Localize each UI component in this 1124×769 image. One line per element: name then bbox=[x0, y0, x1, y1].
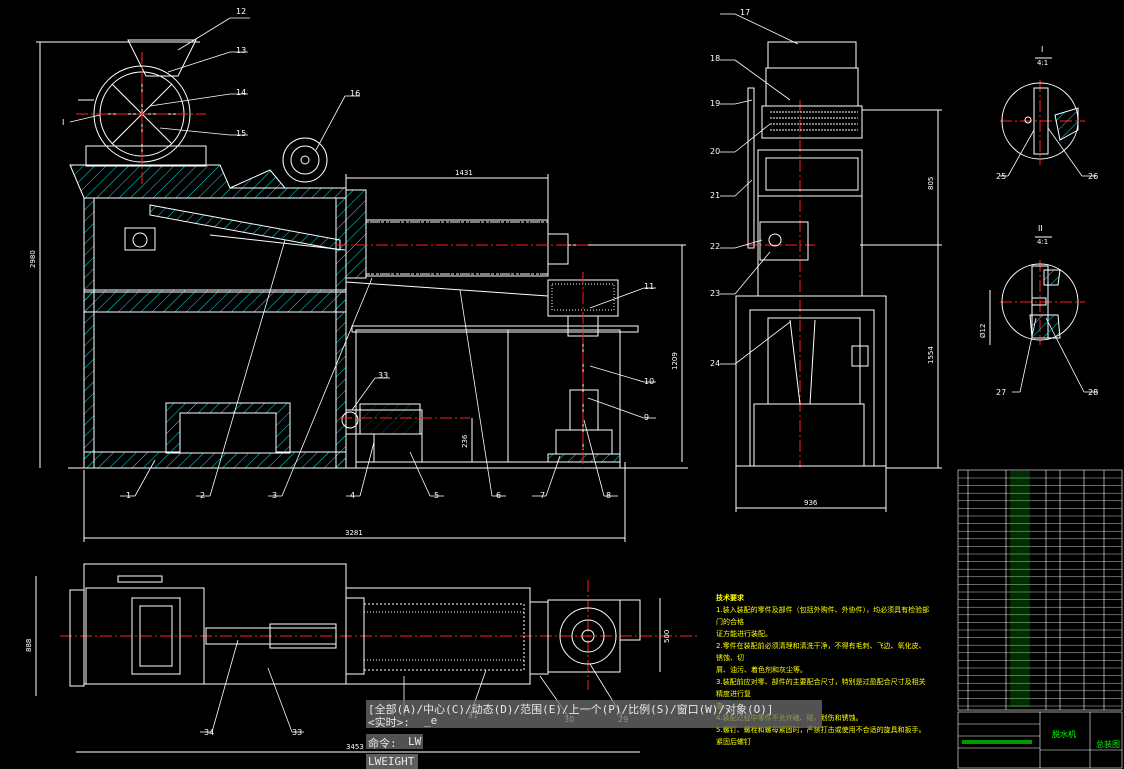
part-label-16: 16 bbox=[350, 89, 361, 98]
part-label-26: 26 bbox=[1088, 172, 1099, 181]
dimension-overall-length: 3281 bbox=[345, 529, 363, 537]
part-label-24: 24 bbox=[710, 359, 721, 368]
dimension-plan-length: 3453 bbox=[346, 743, 364, 751]
side-view bbox=[735, 41, 942, 512]
command-label: 命令: bbox=[368, 737, 397, 750]
command-prompt-panel bbox=[366, 700, 822, 728]
detail-1-title: I bbox=[1041, 45, 1044, 54]
part-label-34: 34 bbox=[204, 728, 215, 737]
detail-2-scale: 4:1 bbox=[1037, 238, 1049, 246]
dimension-overall-height: 2980 bbox=[29, 250, 37, 268]
part-label-14: 14 bbox=[236, 88, 247, 97]
title-block-marks bbox=[962, 471, 1032, 744]
technical-requirement-line: 1.装入装配的零件及部件（包括外购件、外协件），均必须具有检验部门的合格 bbox=[716, 606, 930, 626]
part-label-12: 12 bbox=[236, 7, 247, 16]
technical-requirement-line: 5.螺钉、螺栓和螺母紧固时，严禁打击或使用不合适的旋具和扳手。紧固后螺钉 bbox=[716, 726, 926, 746]
part-label-19: 19 bbox=[710, 99, 721, 108]
command-options[interactable]: [全部(A)/中心(C)/动态(D)/范围(E)/上一个(P)/比例(S)/窗口… bbox=[368, 703, 774, 716]
part-label-23: 23 bbox=[710, 289, 721, 298]
part-label-33: 33 bbox=[292, 728, 303, 737]
part-label-4: 4 bbox=[350, 491, 356, 500]
part-label-27: 27 bbox=[996, 388, 1007, 397]
part-label-7: 7 bbox=[540, 491, 546, 500]
dimension-detail-diameter: Ø12 bbox=[979, 323, 987, 338]
dimension-plan-right: 500 bbox=[663, 629, 671, 643]
part-label-21: 21 bbox=[710, 191, 721, 200]
part-label-11: 11 bbox=[644, 282, 655, 291]
command-autocomplete-panel bbox=[366, 754, 418, 769]
title-block-name: 脱水机 bbox=[1052, 730, 1076, 739]
dimension-side-width: 936 bbox=[804, 499, 818, 507]
part-label-2: 2 bbox=[200, 491, 206, 500]
part-label-1: 1 bbox=[126, 491, 132, 500]
command-autocomplete-suggestion[interactable]: LWEIGHT bbox=[368, 755, 415, 768]
centerlines bbox=[60, 52, 1085, 690]
technical-requirement-line: 证方能进行装配。 bbox=[716, 630, 772, 638]
technical-requirements-title: 技术要求 bbox=[716, 594, 744, 602]
leader-lines bbox=[69, 13, 1098, 733]
command-realtime-prompt: <实时>: bbox=[368, 716, 410, 729]
command-line-panel bbox=[366, 734, 423, 749]
detail-2-title: II bbox=[1038, 224, 1043, 233]
parts-list-rows bbox=[958, 477, 1122, 707]
front-view bbox=[36, 39, 688, 542]
dimension-side-top: 805 bbox=[927, 176, 935, 190]
plan-view bbox=[35, 563, 661, 753]
dimension-side-bottom: 1554 bbox=[927, 346, 935, 364]
part-label-22: 22 bbox=[710, 242, 721, 251]
part-label-20: 20 bbox=[710, 147, 721, 156]
part-label-25: 25 bbox=[996, 172, 1007, 181]
part-label-9: 9 bbox=[644, 413, 650, 422]
dimension-motor-height: 236 bbox=[461, 434, 469, 448]
detail-views bbox=[989, 57, 1079, 345]
technical-requirement-line: 3.装配前应对零、部件的主要配合尺寸，特别是过盈配合尺寸及相关精度进行复 bbox=[716, 678, 926, 698]
part-label-5: 5 bbox=[434, 491, 440, 500]
part-label-17: 17 bbox=[740, 8, 751, 17]
part-label-8: 8 bbox=[606, 491, 612, 500]
technical-requirement-line: 屑、油污、着色剂和灰尘等。 bbox=[716, 666, 807, 674]
command-realtime-input[interactable]: _e bbox=[424, 714, 438, 727]
dimension-right-height: 1209 bbox=[671, 352, 679, 370]
parts-list bbox=[957, 469, 1123, 769]
part-label-3: 3 bbox=[272, 491, 278, 500]
part-label-28: 28 bbox=[1088, 388, 1099, 397]
part-label-10: 10 bbox=[644, 377, 655, 386]
part-label-13: 13 bbox=[236, 46, 247, 55]
dimension-plan-height: 888 bbox=[25, 638, 33, 652]
title-block-drawing-number: 总装图 bbox=[1096, 740, 1120, 749]
part-label-32: 33 bbox=[378, 371, 389, 380]
detail-1-scale: 4:1 bbox=[1037, 59, 1049, 67]
part-label-6: 6 bbox=[496, 491, 502, 500]
part-label-I: I bbox=[62, 118, 65, 127]
technical-requirement-line: 2.零件在装配前必须清理和清洗干净，不得有毛刺、飞边、氧化皮、锈蚀、切 bbox=[716, 642, 926, 662]
dimension-roller-length: 1431 bbox=[455, 169, 473, 177]
part-label-15: 15 bbox=[236, 129, 247, 138]
command-input[interactable]: LW bbox=[408, 735, 422, 748]
part-label-18: 18 bbox=[710, 54, 721, 63]
